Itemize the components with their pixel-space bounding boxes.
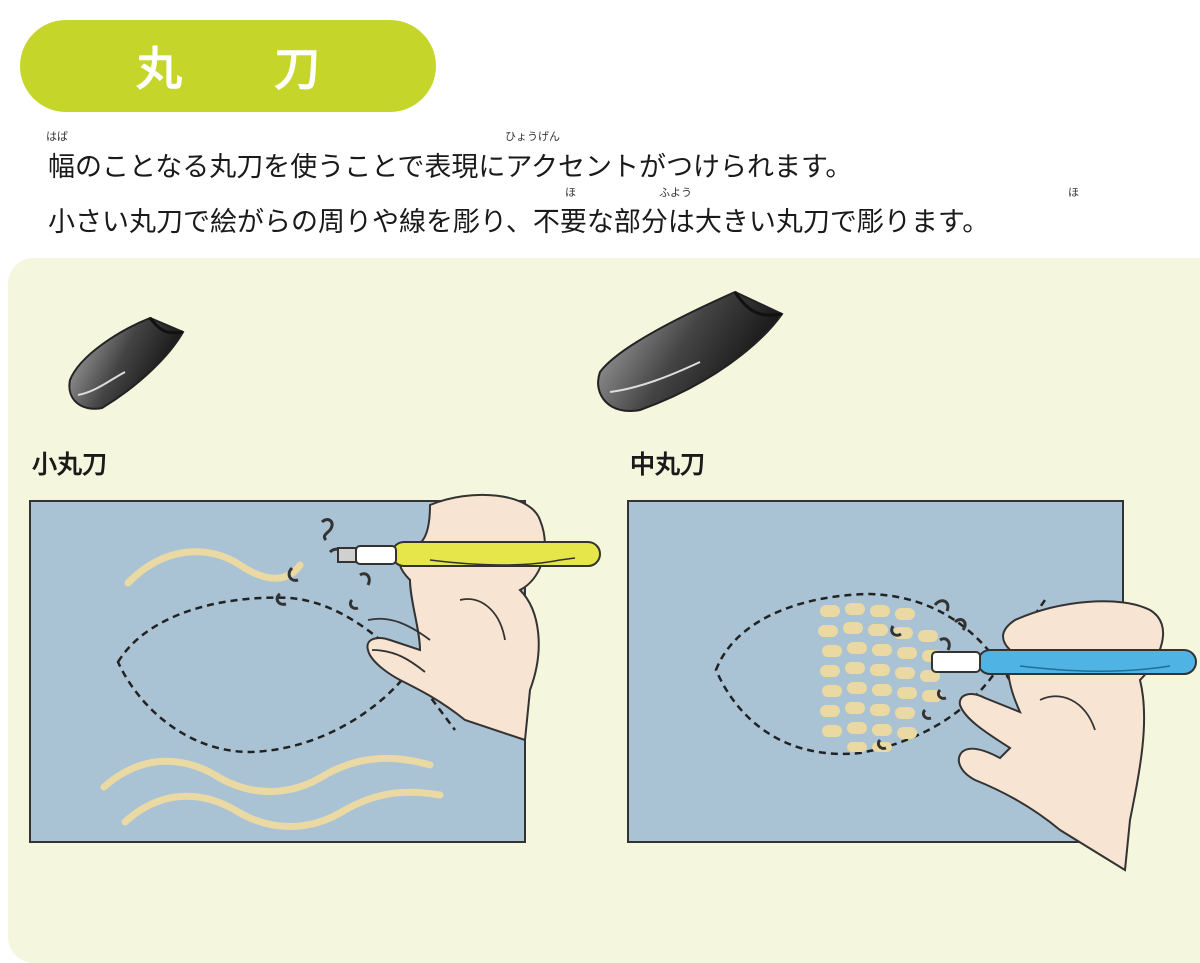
ruby-ho-2: ほ [1068,186,1079,199]
wood-chips-2 [876,599,967,750]
ruby-haba: はば [46,130,68,143]
small-gouge-label: 小丸刀 [32,450,108,479]
medium-gouge-blade-icon [597,290,784,413]
carved-area [818,603,942,752]
intro-line-1: 幅のことなる丸刀を使うことで表現にアクセントがつけられます。 [48,152,853,183]
ruby-hyougen: ひょうげん [505,130,560,143]
section-title-badge: 丸 刀 [20,20,436,112]
section-title: 丸 刀 [135,42,358,96]
small-gouge-blade-icon [68,316,185,410]
ruby-fuyou: ふよう [659,186,692,199]
ruby-ho-1: ほ [565,186,576,199]
hand-with-medium-gouge [931,600,1197,872]
hand-with-small-gouge [337,493,601,742]
medium-gouge-label: 中丸刀 [630,450,706,479]
intro-line-2: 小さい丸刀で絵がらの周りや線を彫り、不要な部分は大きい丸刀で彫ります。 [48,207,990,238]
